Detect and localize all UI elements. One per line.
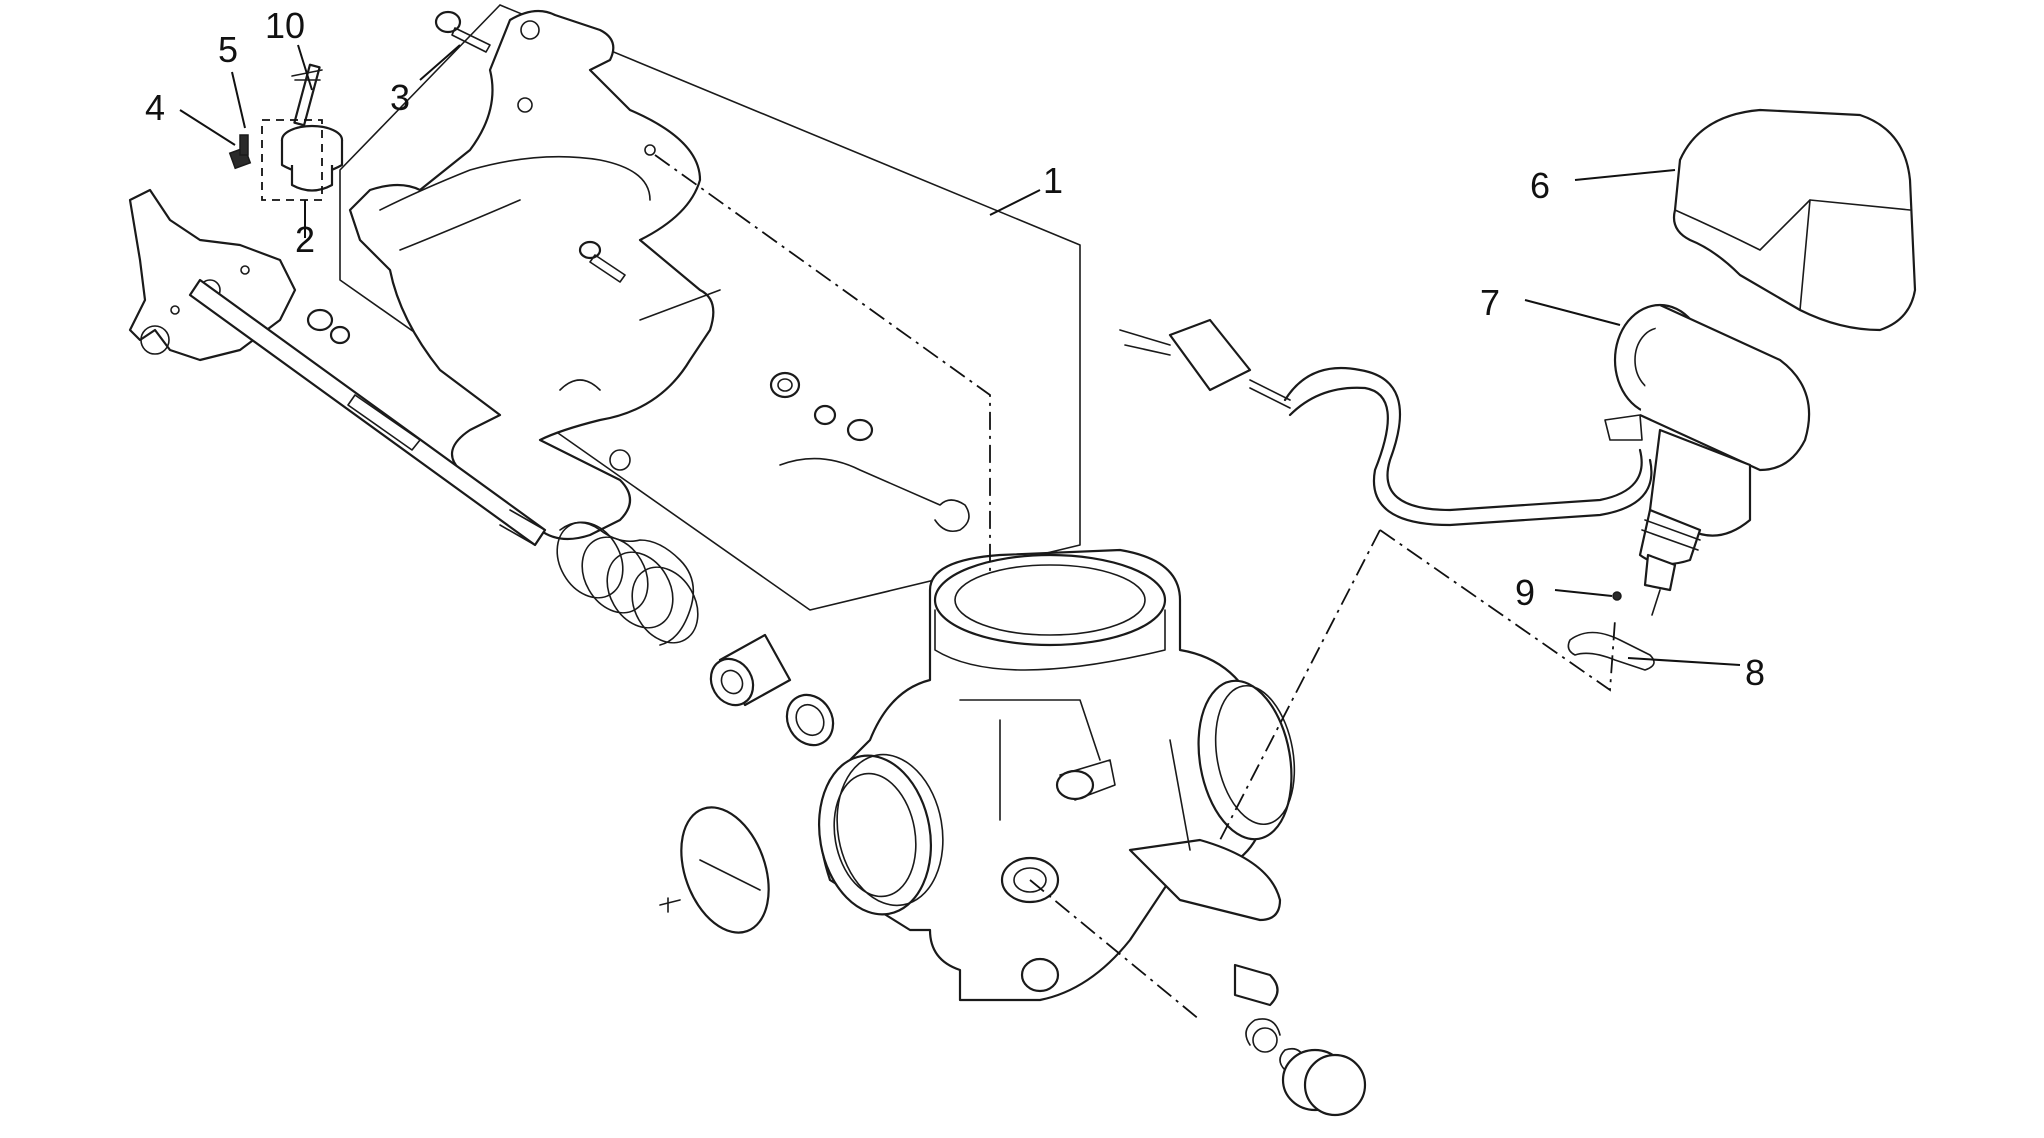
callout-7: 7 — [1480, 282, 1500, 323]
solenoid-cover-part-6 — [1672, 108, 1917, 332]
adjuster-dashed-box — [261, 119, 323, 201]
callout-6: 6 — [1530, 165, 1550, 206]
coil-spring — [556, 521, 699, 646]
part-1-group-frame — [339, 4, 1081, 611]
bracket-stud — [578, 240, 626, 283]
wire-harness — [1283, 366, 1653, 527]
callout-8: 8 — [1745, 652, 1765, 693]
bushing-small — [769, 371, 801, 399]
callout-4: 4 — [145, 87, 165, 128]
throttle-plate — [680, 806, 770, 934]
pin-part-5 — [239, 134, 249, 156]
washer-ring — [785, 693, 835, 747]
return-spring — [779, 457, 970, 533]
screw-part-9 — [1612, 591, 1622, 601]
end-cap — [1281, 1048, 1367, 1117]
throttle-lever — [128, 188, 297, 362]
callout-9: 9 — [1515, 572, 1535, 613]
bushing-large — [709, 633, 792, 707]
callout-3: 3 — [390, 77, 410, 118]
mounting-bracket — [348, 9, 721, 541]
callout-5: 5 — [218, 29, 238, 70]
nut-small — [306, 308, 351, 345]
screw-part-3 — [434, 10, 491, 53]
throttle-shaft — [188, 278, 547, 547]
throttle-body — [817, 548, 1296, 1007]
washer-small — [813, 404, 874, 442]
alignment-lines — [654, 154, 1616, 1021]
callout-2: 2 — [295, 219, 315, 260]
leader-lines — [179, 44, 1741, 666]
retaining-clip-part-8 — [1567, 631, 1655, 671]
solenoid-part-7 — [1604, 303, 1811, 616]
callout-1: 1 — [1043, 160, 1063, 201]
callout-10: 10 — [265, 5, 305, 46]
wire-connector — [1119, 318, 1291, 409]
adjuster-knob-part-2 — [280, 124, 344, 192]
plate-screw — [659, 897, 681, 913]
